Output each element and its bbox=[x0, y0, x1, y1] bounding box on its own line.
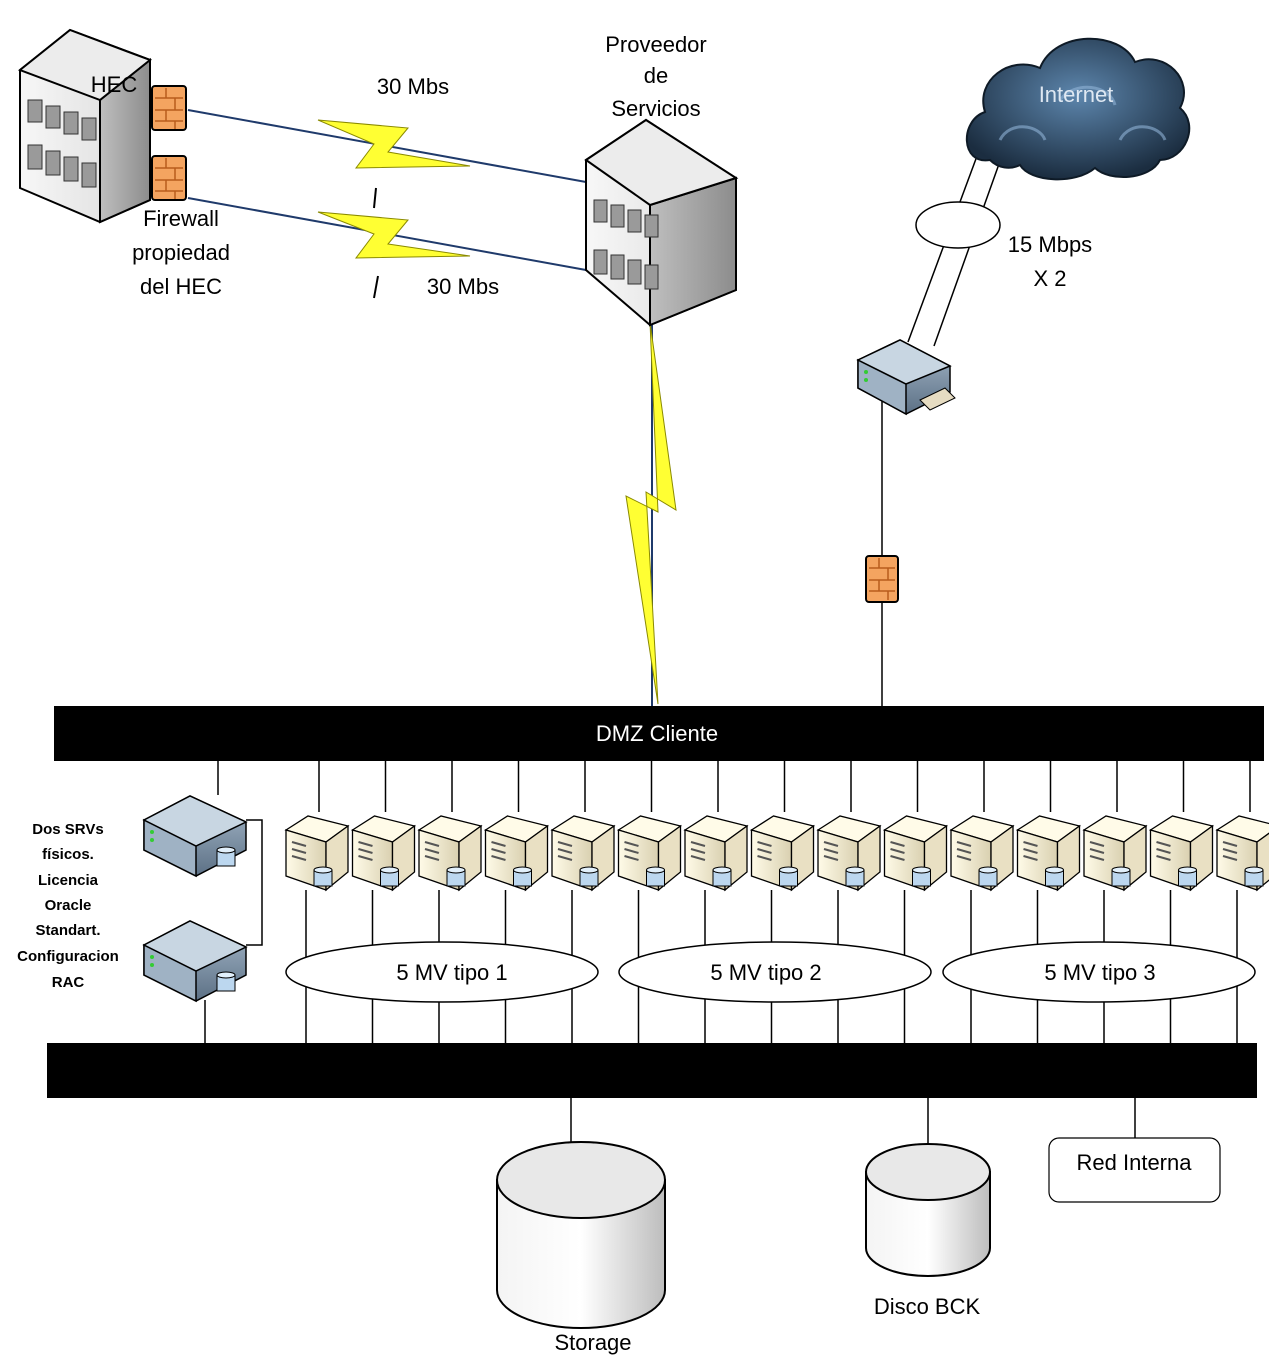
tower-server-icon bbox=[483, 815, 550, 892]
disk-icon bbox=[496, 1141, 666, 1329]
phys-label-line-7: RAC bbox=[52, 974, 85, 991]
disk-icon bbox=[712, 866, 732, 887]
tower-server-icon bbox=[1082, 815, 1148, 892]
disk-icon bbox=[1045, 866, 1064, 887]
firewall-icon bbox=[865, 555, 899, 603]
bandwidth-label-line-1: 15 Mbps bbox=[1008, 232, 1092, 257]
building-icon bbox=[18, 28, 152, 224]
disk-icon bbox=[646, 866, 665, 887]
tower-server-icon bbox=[1015, 815, 1082, 892]
bandwidth-ellipse bbox=[915, 201, 1001, 249]
backup-disk-label: Disco BCK bbox=[874, 1294, 981, 1319]
tower-server-icon bbox=[683, 815, 749, 892]
disk-icon bbox=[779, 866, 798, 887]
tower-server-icon bbox=[550, 815, 616, 892]
tower-server-icon bbox=[949, 815, 1015, 892]
disk-icon bbox=[1111, 866, 1131, 887]
internet-label: Internet bbox=[1039, 82, 1114, 107]
phys-label-line-6: Configuracion bbox=[17, 948, 119, 965]
disk-icon bbox=[845, 866, 865, 887]
firewall-label-line-2: propiedad bbox=[132, 240, 230, 265]
disk-icon bbox=[216, 846, 236, 867]
firewall-icon bbox=[151, 155, 187, 201]
firewall-label-line-3: del HEC bbox=[140, 274, 222, 299]
link-tick-1 bbox=[373, 187, 377, 209]
vm-group-3-ellipse bbox=[942, 941, 1256, 1003]
vm-group-2-ellipse bbox=[618, 941, 932, 1003]
disk-icon bbox=[313, 866, 333, 887]
vm-towers bbox=[284, 761, 1269, 1043]
hec-label: HEC bbox=[91, 72, 138, 97]
disk-icon bbox=[579, 866, 599, 887]
tower-server-icon bbox=[882, 815, 949, 892]
provider-label-line-2: de bbox=[644, 63, 668, 88]
dmz-label: DMZ Cliente bbox=[596, 721, 718, 746]
internal-bus bbox=[47, 1043, 1257, 1098]
disk-icon bbox=[1178, 866, 1197, 887]
phys-label-line-3: Licencia bbox=[38, 872, 99, 889]
vm-group-3-label: 5 MV tipo 3 bbox=[1044, 960, 1155, 985]
disk-icon bbox=[912, 866, 931, 887]
provider-label-line-3: Servicios bbox=[611, 96, 700, 121]
rac-link bbox=[246, 819, 263, 946]
disk-icon bbox=[446, 866, 466, 887]
lightning-link-bottom bbox=[317, 211, 471, 259]
bandwidth-label-line-2: X 2 bbox=[1033, 266, 1066, 291]
disk-icon bbox=[865, 1143, 991, 1277]
lightning-provider-dmz bbox=[625, 321, 677, 705]
disk-icon bbox=[1244, 866, 1264, 887]
dmz-bus bbox=[54, 706, 1264, 761]
building-icon bbox=[584, 118, 739, 327]
tower-server-icon bbox=[1148, 815, 1215, 892]
link-top-label: 30 Mbs bbox=[377, 74, 449, 99]
vm-group-1-ellipse bbox=[285, 941, 599, 1003]
disk-icon bbox=[513, 866, 532, 887]
rack-server-icon bbox=[856, 339, 956, 416]
phys-label-line-1: Dos SRVs bbox=[32, 821, 103, 838]
rack-server-icon bbox=[142, 920, 248, 1003]
vm-group-2-label: 5 MV tipo 2 bbox=[710, 960, 821, 985]
link-bottom-label: 30 Mbs bbox=[427, 274, 499, 299]
tower-server-icon bbox=[616, 815, 683, 892]
internal-network-box bbox=[1048, 1137, 1221, 1203]
internal-network-label: Red Interna bbox=[1077, 1150, 1193, 1175]
link-tick-2 bbox=[373, 275, 379, 299]
disk-icon bbox=[380, 866, 399, 887]
tower-server-icon bbox=[749, 815, 816, 892]
tower-server-icon bbox=[350, 815, 417, 892]
provider-label-line-1: Proveedor bbox=[605, 32, 707, 57]
tower-server-icon bbox=[284, 815, 350, 892]
phys-label-line-4: Oracle bbox=[45, 897, 92, 914]
phys-label-line-2: físicos. bbox=[42, 846, 94, 863]
disk-icon bbox=[978, 866, 998, 887]
rack-server-icon bbox=[142, 795, 248, 878]
tower-server-icon bbox=[1215, 815, 1269, 892]
phys-label-line-5: Standart. bbox=[35, 922, 100, 939]
firewall-icon bbox=[151, 85, 187, 131]
lightning-link-top bbox=[317, 119, 471, 169]
storage-label: Storage bbox=[554, 1330, 631, 1355]
tower-server-icon bbox=[417, 815, 483, 892]
vm-group-1-label: 5 MV tipo 1 bbox=[396, 960, 507, 985]
cloud-icon bbox=[965, 37, 1191, 181]
disk-icon bbox=[216, 971, 236, 992]
tower-server-icon bbox=[816, 815, 882, 892]
firewall-label-line-1: Firewall bbox=[143, 206, 219, 231]
